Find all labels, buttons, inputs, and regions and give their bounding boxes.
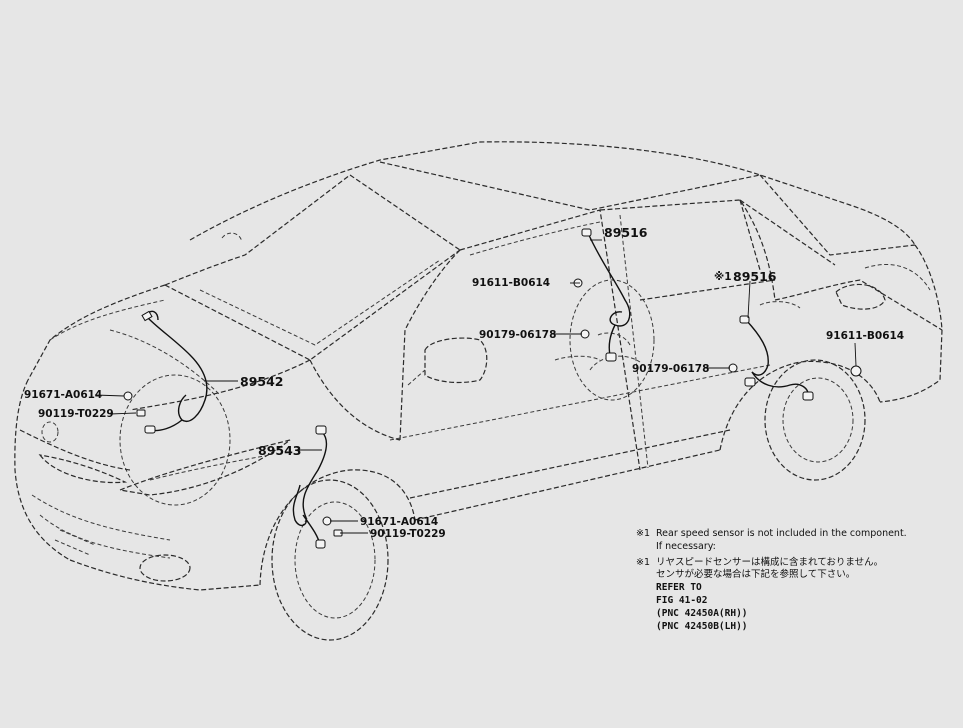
fasteners: [123, 278, 862, 537]
label-91671-a0614-lower: 91671-A0614: [360, 516, 438, 528]
reference-line: (PNC 42450A(RH)): [656, 607, 748, 619]
note-line: リヤスピードセンサーは構成に含まれておりません。: [656, 556, 884, 568]
label-90179-06178-front: 90179-06178: [479, 329, 556, 341]
reference-line: (PNC 42450B(LH)): [656, 620, 748, 632]
note-line: If necessary:: [656, 540, 716, 552]
harness-89543: [292, 425, 328, 549]
notes-block: ※1 Rear speed sensor is not included in …: [636, 528, 956, 633]
label-rear-mark: ※1: [714, 271, 732, 283]
label-91671-a0614-front: 91671-A0614: [24, 389, 102, 401]
note-mark: ※1: [636, 556, 651, 568]
note-english: ※1 Rear speed sensor is not included in …: [636, 528, 956, 541]
note-line: センサが必要な場合は下記を参照して下さい。: [656, 569, 856, 581]
harness-89516-front: [581, 228, 631, 362]
label-91611-b0614-front: 91611-B0614: [472, 277, 550, 289]
label-89516-front: 89516: [604, 225, 648, 240]
label-90119-t0229-lower: 90119-T0229: [370, 528, 446, 540]
reference-line: REFER TO: [656, 582, 702, 594]
label-89543: 89543: [258, 443, 302, 458]
note-mark: ※1: [636, 528, 651, 539]
note-line: Rear speed sensor is not included in the…: [656, 528, 907, 539]
reference-line: FIG 41-02: [656, 594, 708, 606]
car-body-outline: [14, 141, 943, 641]
label-89516-rear: 89516: [733, 269, 777, 284]
harness-89516-rear: [739, 315, 814, 401]
harness-89542: [141, 310, 208, 434]
label-89542: 89542: [240, 374, 284, 389]
leader-lines: [94, 239, 857, 534]
label-90179-06178-rear: 90179-06178: [632, 363, 709, 375]
note-japanese: ※1 リヤスピードセンサーは構成に含まれておりません。: [636, 557, 956, 570]
label-90119-t0229-front: 90119-T0229: [38, 408, 114, 420]
label-91611-b0614-rear: 91611-B0614: [826, 330, 904, 342]
